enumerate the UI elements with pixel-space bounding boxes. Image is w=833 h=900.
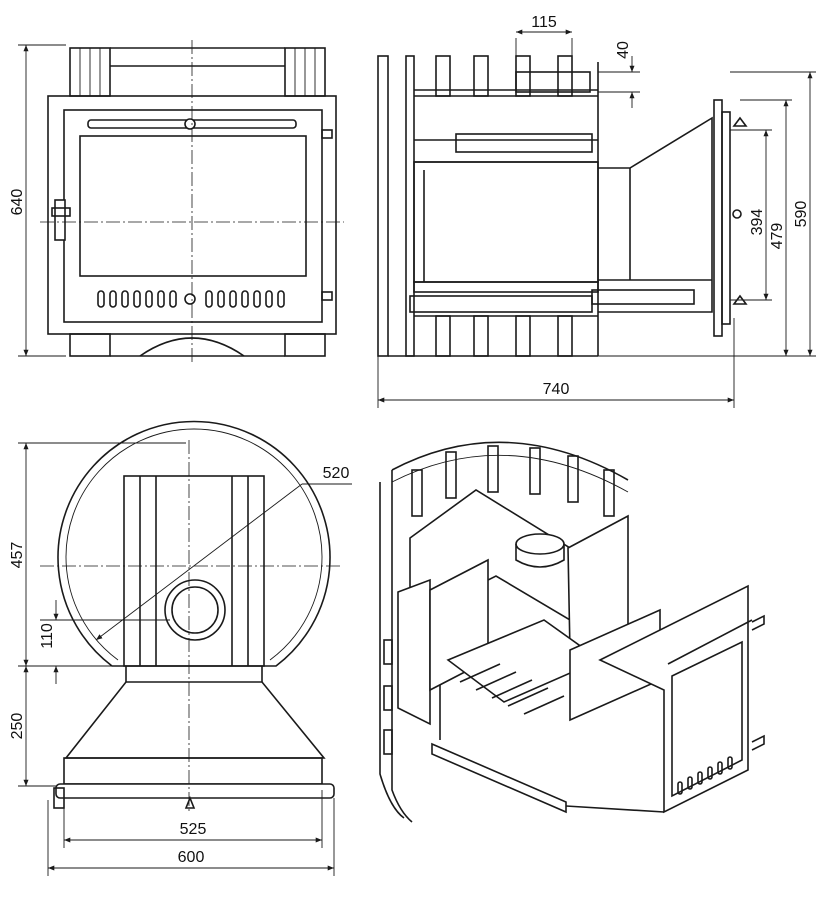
iso-door-frame [598, 584, 749, 814]
dim-600: 600 [178, 849, 205, 866]
top-flue-outer [164, 579, 226, 641]
front-door-handle [54, 199, 66, 241]
dim-115: 115 [531, 14, 557, 31]
iso-shell-top-edge [391, 441, 629, 481]
iso-door-vents [677, 756, 733, 795]
top-view: 520 457 110 250 525 600 [9, 420, 352, 876]
iso-door-glass [671, 640, 743, 798]
side-flue-collar [515, 71, 591, 93]
iso-grate-bars [459, 663, 565, 715]
top-flue-inner [171, 586, 219, 634]
dim-394: 394 [749, 209, 766, 236]
dim-525: 525 [180, 821, 207, 838]
top-door [55, 783, 335, 799]
dim-640: 640 [9, 189, 26, 216]
iso-ash-pan [431, 742, 567, 814]
dim-740: 740 [543, 381, 570, 398]
dim-457: 457 [9, 542, 26, 569]
top-firebox [123, 475, 265, 667]
air-knob-top [184, 118, 196, 130]
side-firebox [413, 161, 599, 283]
dim-line-520 [95, 483, 303, 641]
iso-shell-ribs [383, 445, 615, 755]
iso-flue-collar [515, 533, 565, 555]
top-door-frame [63, 757, 323, 785]
front-door [63, 109, 323, 323]
top-tunnel [64, 681, 326, 759]
dim-479: 479 [769, 223, 786, 250]
side-door-frame [713, 99, 723, 337]
top-circle-body [57, 420, 331, 667]
side-baffle [455, 133, 593, 153]
dim-40: 40 [615, 41, 632, 59]
isometric-view [379, 441, 765, 823]
front-vent-row [97, 290, 285, 308]
side-tunnel [598, 116, 713, 313]
side-grate [413, 281, 599, 293]
front-view: 640 [9, 40, 344, 364]
dim-250: 250 [9, 713, 26, 740]
side-front-panel [377, 55, 389, 357]
side-ash-pan [409, 295, 593, 313]
front-glass [79, 135, 307, 277]
dim-110: 110 [39, 623, 56, 649]
dim-590: 590 [793, 201, 810, 228]
dim-520: 520 [323, 465, 350, 482]
side-view: 115 40 394 479 590 740 [377, 14, 816, 408]
